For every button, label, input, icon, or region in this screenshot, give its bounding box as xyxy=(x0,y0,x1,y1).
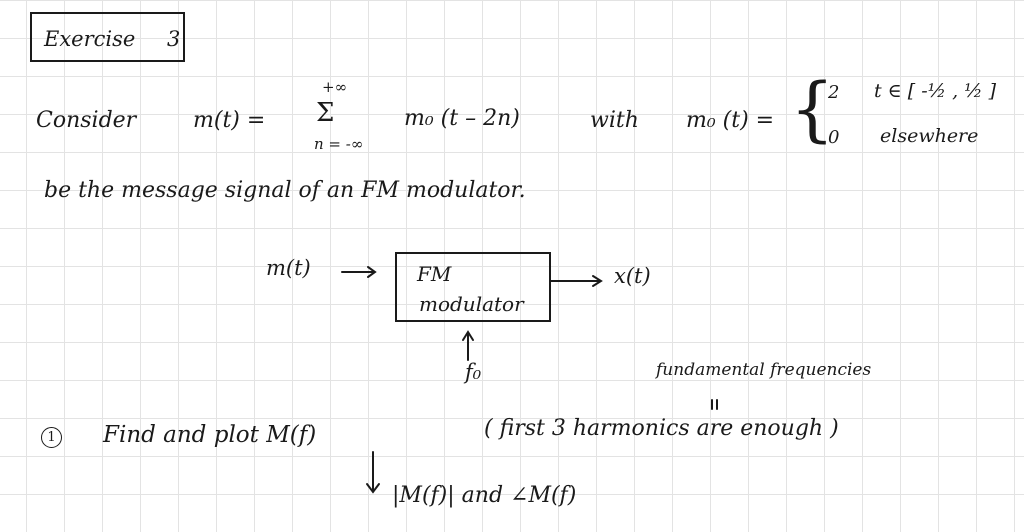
case2-value: 0 xyxy=(828,127,840,148)
case2-condition: elsewhere xyxy=(880,125,979,147)
fundamental-frequencies-note: fundamental frequencies xyxy=(656,360,872,380)
sum-term: m₀ (t – 2n) xyxy=(404,106,520,131)
fm-box-label-line1: FM xyxy=(417,262,452,286)
message-signal-line: be the message signal of an FM modulator… xyxy=(44,178,526,203)
question-parenthetical: ( first 3 harmonics are enough ) xyxy=(484,416,839,441)
fm-modulator-box: FM modulator xyxy=(395,252,551,322)
diagram-output-label: x(t) xyxy=(614,264,651,288)
diagram-param-label: f₀ xyxy=(465,360,482,384)
equals-mark xyxy=(711,399,718,410)
diagram-input-label: m(t) xyxy=(266,256,311,280)
down-arrow xyxy=(366,451,380,494)
exercise-number: 3 xyxy=(167,27,181,51)
sum-upper-limit: +∞ xyxy=(322,78,348,96)
question-text: Find and plot M(f) xyxy=(103,422,317,448)
m0-definition-lhs: m₀ (t) = xyxy=(686,108,775,133)
case1-value: 2 xyxy=(828,82,840,103)
output-arrow xyxy=(550,275,603,287)
exercise-label: Exercise xyxy=(44,27,136,51)
question-number-circle: 1 xyxy=(41,427,62,448)
piecewise-brace: { xyxy=(790,68,835,150)
question-followup: |M(f)| and ∠M(f) xyxy=(392,483,577,508)
consider-word: Consider xyxy=(36,108,137,133)
sum-sign: Σ xyxy=(316,98,335,128)
param-arrow xyxy=(462,330,474,361)
case1-condition: t ∈ [ -½ , ½ ] xyxy=(874,80,997,102)
input-arrow xyxy=(341,266,377,278)
m-of-t-lhs: m(t) = xyxy=(193,108,266,133)
with-word: with xyxy=(590,108,639,133)
exercise-title-box: Exercise 3 xyxy=(30,12,185,62)
fm-box-label-line2: modulator xyxy=(419,292,524,316)
sum-lower-limit: n = -∞ xyxy=(314,135,364,153)
